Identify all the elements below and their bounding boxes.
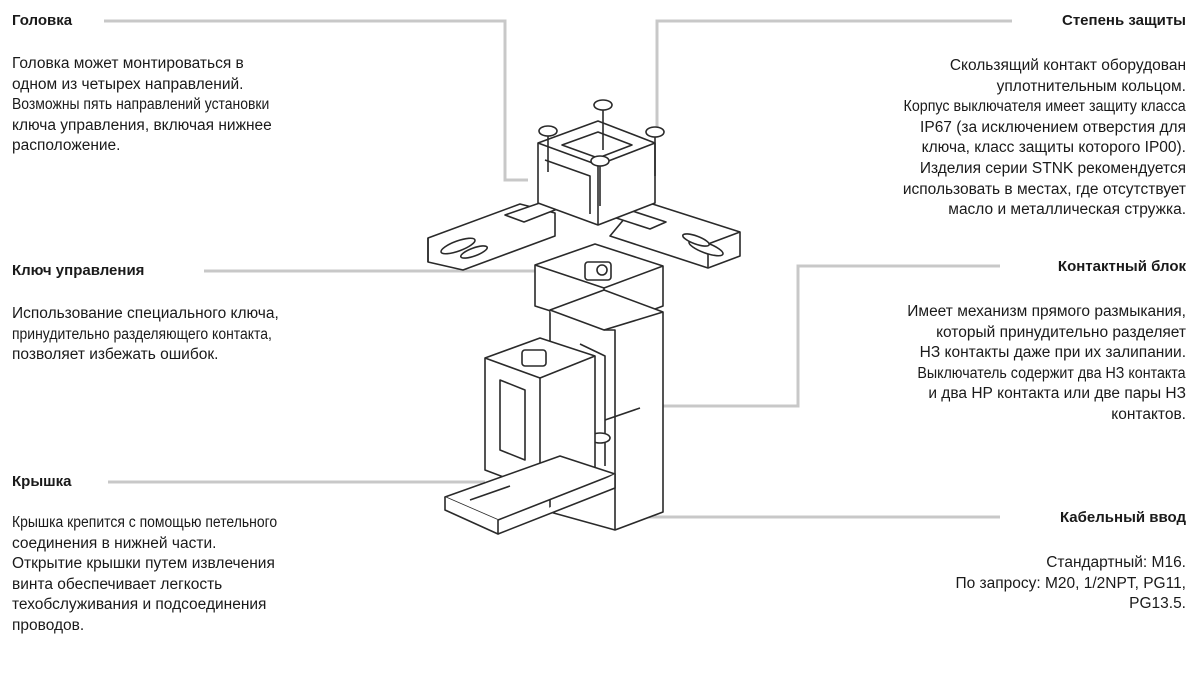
protection-line: Изделия серии STNK рекомендуется: [919, 159, 1186, 177]
leader-contact: [590, 264, 1000, 408]
head-line: Головка может монтироваться в: [12, 55, 244, 72]
contact-line: который принудительно разделяет: [936, 323, 1186, 341]
cover-line: винта обеспечивает легкость: [12, 575, 223, 593]
protection-line: уплотнительным кольцом.: [996, 77, 1186, 95]
protection-line: IP67 (за исключением отверстия для: [920, 118, 1186, 136]
contact-line: Имеет механизм прямого размыкания,: [907, 303, 1186, 320]
leader-head: [104, 19, 528, 182]
section-key: Ключ управления Использование специально…: [12, 262, 343, 366]
key-line: принудительно разделяющего контакта,: [12, 325, 272, 343]
section-head: Головка Головка может монтироваться в од…: [12, 12, 343, 157]
section-cover: Крышка Крышка крепится с помощью петельн…: [12, 473, 343, 637]
cover-line: соединения в нижней части.: [12, 534, 217, 552]
section-cable: Кабельный ввод Стандартный: M16. По запр…: [886, 509, 1186, 615]
contact-line: и два НР контакта или две пары НЗ: [928, 385, 1186, 403]
protection-line: ключа, класс защиты которого IP00).: [921, 139, 1186, 157]
key-line: позволяет избежать ошибок.: [12, 346, 219, 364]
cover-title: Крышка: [12, 473, 72, 490]
protection-line: использовать в местах, где отсутствует: [902, 180, 1186, 198]
protection-line: масло и металлическая стружка.: [948, 201, 1186, 219]
key-line: Использование специального ключа,: [12, 305, 279, 322]
cover-line: Крышка крепится с помощью петельного: [12, 514, 278, 531]
cable-line: PG13.5.: [1129, 595, 1186, 613]
leader-protection: [655, 19, 1012, 128]
base-plate: [444, 455, 616, 535]
key-title: Ключ управления: [12, 262, 145, 279]
head-line: ключа управления, включая нижнее: [12, 116, 272, 134]
cover-line: Открытие крышки путем извлечения: [12, 555, 275, 573]
head-screws: [538, 99, 665, 206]
protection-line: Корпус выключателя имеет защиту класса: [903, 98, 1186, 116]
contact-line: Выключатель содержит два НЗ контакта: [917, 364, 1186, 382]
cover-drawing: [484, 337, 596, 491]
contact-line: НЗ контакты даже при их залипании.: [919, 344, 1186, 362]
cable-line: По запросу: M20, 1/2NPT, PG11,: [955, 574, 1186, 592]
cover-line: проводов.: [12, 616, 85, 634]
head-line: Возможны пять направлений установки: [12, 96, 270, 114]
head-line: расположение.: [12, 137, 121, 155]
head-block: [537, 120, 656, 226]
contact-title: Контактный блок: [1057, 258, 1186, 275]
cable-line: Стандартный: M16.: [1046, 554, 1186, 571]
mounting-bracket: [427, 195, 741, 271]
section-contact: Контактный блок Имеет механизм прямого р…: [826, 258, 1186, 426]
protection-title: Степень защиты: [1061, 12, 1186, 29]
cable-title: Кабельный ввод: [1059, 509, 1186, 526]
protection-line: Скользящий контакт оборудован: [949, 57, 1186, 74]
contact-line: контактов.: [1111, 405, 1186, 423]
section-protection: Степень защиты Скользящий контакт оборуд…: [786, 12, 1186, 221]
head-title: Головка: [12, 12, 73, 29]
head-line: одном из четырех направлений.: [12, 75, 244, 93]
cover-line: техобслуживания и подсоединения: [12, 596, 267, 614]
